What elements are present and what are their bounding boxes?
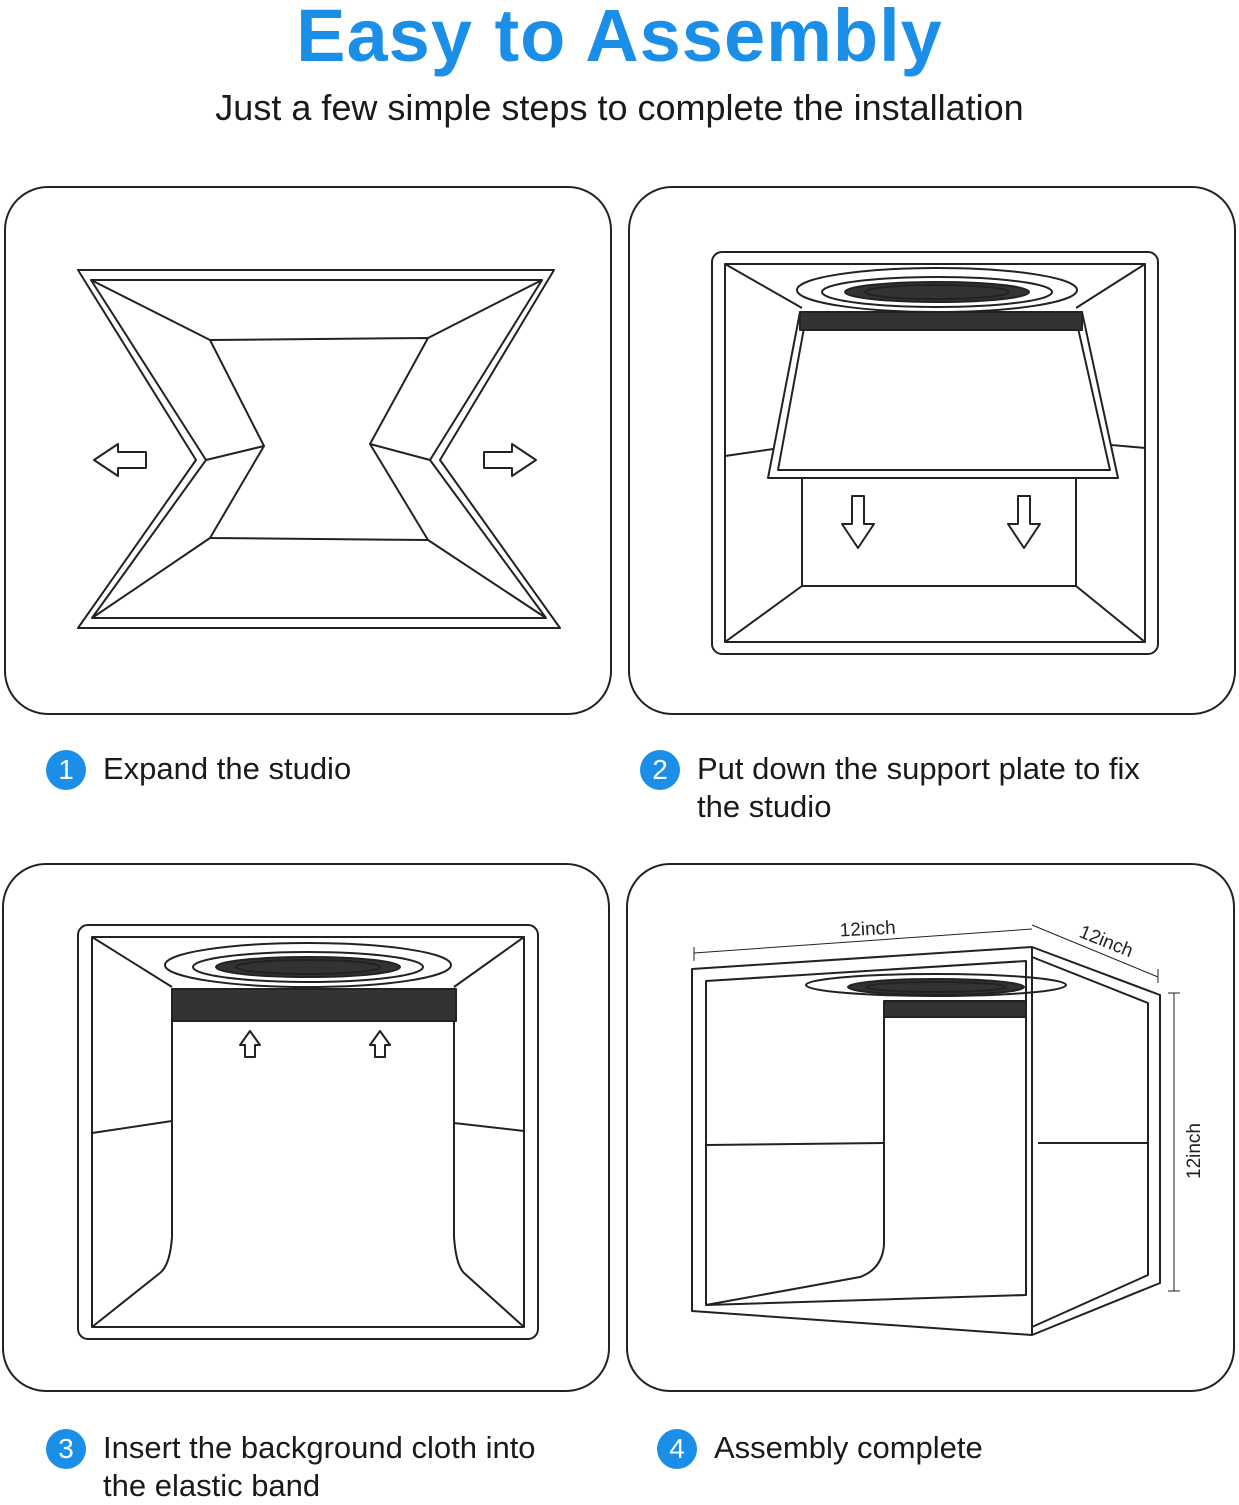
step-1-illustration [4,186,612,715]
height-dimension-label: 12inch [1184,1123,1205,1179]
width-dimension-label: 12inch [839,918,896,942]
step-4-illustration: 12inch 12inch 12inch [626,863,1235,1392]
studio-cloth-drawing [77,924,539,1340]
step-description: Expand the studio [103,751,352,786]
step-description: Insert the background cloth into the ela… [103,1430,536,1503]
step-number-badge: 2 [640,750,680,790]
step-number-badge: 4 [657,1429,697,1469]
arrow-left-icon [93,443,147,477]
arrow-down-icon [841,495,875,549]
step-3-illustration [2,863,610,1392]
arrow-up-icon [239,1030,261,1058]
arrow-up-icon [369,1030,391,1058]
step-1-caption: 1 Expand the studio [46,750,586,790]
page-subtitle: Just a few simple steps to complete the … [215,87,1024,128]
step-3-caption: 3 Insert the background cloth into the e… [46,1429,586,1505]
page-title: Easy to Assembly [296,0,943,77]
step-2-illustration [628,186,1236,715]
step-2-caption: 2 Put down the support plate to fix the … [640,750,1170,826]
studio-plate-drawing [711,251,1159,655]
step-number-badge: 3 [46,1429,86,1469]
arrow-right-icon [483,443,537,477]
folded-studio-drawing [77,269,561,629]
assembled-studio-drawing: 12inch 12inch 12inch [691,918,1205,1336]
step-number-badge: 1 [46,750,86,790]
step-description: Put down the support plate to fix the st… [697,751,1140,824]
step-description: Assembly complete [714,1430,983,1465]
step-4-caption: 4 Assembly complete [657,1429,1187,1469]
arrow-down-icon [1007,495,1041,549]
